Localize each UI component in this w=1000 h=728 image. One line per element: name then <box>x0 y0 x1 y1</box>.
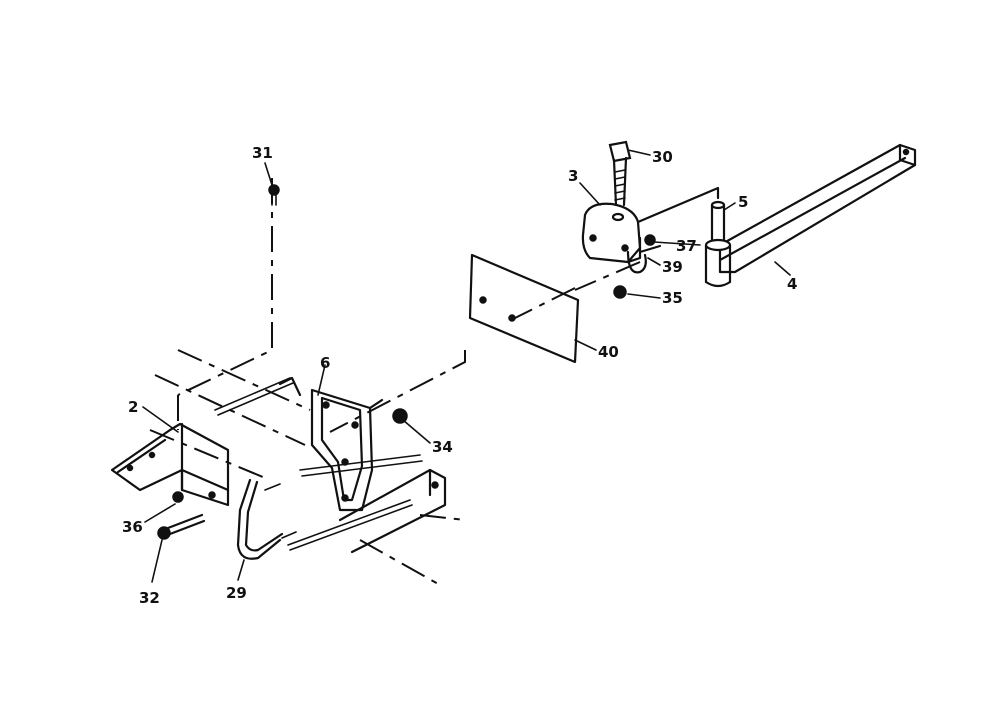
threaded-rods <box>214 376 423 551</box>
callout-5: 5 <box>738 193 748 211</box>
strap-bracket <box>338 468 447 554</box>
assembly-center-lines <box>149 178 641 586</box>
callout-34: 34 <box>432 438 453 456</box>
part-32-bolt <box>157 513 206 540</box>
callout-37: 37 <box>676 237 697 255</box>
part-40-plate <box>468 253 580 364</box>
callout-31: 31 <box>252 144 273 162</box>
callout-3: 3 <box>568 167 578 185</box>
parts-37-39-35-hardware <box>613 234 662 299</box>
callout-labels: 31 2 6 34 36 32 29 3 30 5 37 39 35 40 4 <box>122 144 797 607</box>
callout-40: 40 <box>598 343 619 361</box>
part-6-plate <box>310 388 384 512</box>
part-31-bolt <box>268 184 280 206</box>
callout-2: 2 <box>128 398 138 416</box>
callout-32: 32 <box>139 589 160 607</box>
part-2-bracket <box>110 422 230 507</box>
callout-4: 4 <box>787 275 797 293</box>
callout-36: 36 <box>122 518 143 536</box>
callout-29: 29 <box>226 584 247 602</box>
callout-30: 30 <box>652 148 673 166</box>
callout-39: 39 <box>662 258 683 276</box>
part-5-pin <box>704 200 732 288</box>
part-4-arm <box>718 143 917 274</box>
part-29-u-bolt <box>236 478 297 560</box>
leader-lines <box>142 149 791 583</box>
callout-35: 35 <box>662 289 683 307</box>
part-3-pivot-bracket <box>581 186 720 274</box>
callout-6: 6 <box>320 354 330 372</box>
part-30-bolt <box>608 140 632 207</box>
